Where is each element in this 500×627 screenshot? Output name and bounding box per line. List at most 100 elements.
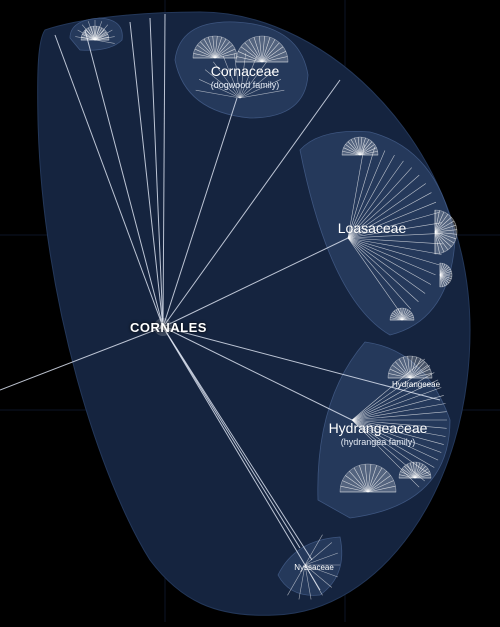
loasaceae-fan-ray-18 — [347, 237, 426, 294]
hydrangeeae-leaf-fan — [387, 355, 433, 379]
hydrangeaceae-fan-ray-6 — [351, 403, 446, 421]
cornaceae-leaf-fan-b-ray-8 — [261, 36, 266, 63]
nyssaceae-fan-ray-2 — [304, 552, 338, 566]
loasaceae-leaf-fan-d-ray-7 — [400, 308, 403, 321]
cornaceae-leaf-fan-b-ray-12 — [261, 46, 284, 63]
hydrangeaceae-fan-ray-14 — [351, 419, 435, 468]
hydrangeaceae-leaf-fan-b-ray-11 — [367, 470, 387, 493]
loasaceae-leaf-fan-d-ray-9 — [401, 308, 406, 321]
cornaceae-leaf-fan-a-ray-11 — [214, 41, 230, 59]
cornaceae-leaf-fan-b-ray-4 — [244, 42, 263, 63]
cornaceae-leaf-fan-b-ray-10 — [261, 39, 276, 63]
loasaceae-fan-ray-2 — [347, 150, 386, 239]
loasaceae-leaf-fan-d-ray-5 — [395, 309, 403, 321]
cornaceae-label[interactable]: Cornaceae — [210, 63, 280, 79]
hydrangeaceae-leaf-fan-a-ray-2 — [400, 471, 416, 479]
hydrangeeae-leaf-fan-ray-6 — [402, 356, 411, 379]
branch-11 — [162, 326, 301, 549]
cornaceae-leaf-fan-a-ray-10 — [214, 38, 227, 59]
loasaceae-fan-ray-20 — [347, 237, 412, 310]
hydrangeaceae-leaf-fan-b-ray-7 — [364, 464, 369, 493]
nyssaceae-fan-ray-5 — [304, 564, 333, 588]
loasaceae-leaf-fan-a-ray-3 — [345, 144, 361, 156]
bubble-hydrangeaceae — [317, 341, 451, 519]
hydrangeaceae-fan-ray-12 — [351, 419, 442, 453]
cornaceae-leaf-fan-b — [235, 35, 289, 63]
cornaceae-leaf-fan-a-ray-4 — [200, 41, 216, 59]
cornaceae-leaf-fan-a-ray-3 — [197, 44, 216, 59]
hydrangeaceae-leaf-fan-a-ray-5 — [406, 463, 416, 479]
hydrangeaceae-leaf-fan-b-ray-10 — [367, 467, 383, 493]
loasaceae-leaf-fan-a-ray-13 — [359, 147, 377, 156]
loasaceae-fan-ray-5 — [347, 167, 412, 239]
loasaceae-leaf-fan-b-ray-8 — [434, 231, 457, 235]
loasaceae-leaf-fan-c-ray-1 — [439, 263, 443, 276]
small-top-leaf-fan — [80, 25, 110, 41]
hydrangeaceae-label[interactable]: Hydrangeaceae — [328, 420, 428, 436]
loasaceae-leaf-fan-b-ray-14 — [434, 231, 440, 254]
branch-9 — [162, 326, 353, 421]
loasaceae-leaf-fan-a-ray-2 — [343, 147, 361, 156]
hydrangeaceae-leaf-fan-a-ray-14 — [414, 474, 431, 479]
loasaceae-leaf-fan-c-ray-4 — [439, 266, 450, 276]
loasaceae-leaf-fan-d-ray-8 — [401, 308, 404, 321]
loasaceae-leaf-fan-c-ray-3 — [439, 265, 448, 276]
loasaceae-leaf-fan-c-ray-8 — [439, 274, 452, 277]
cornaceae-fan-ray-10 — [239, 79, 282, 99]
loasaceae-leaf-fan-a-ray-6 — [354, 137, 361, 156]
hydrangeeae-label[interactable]: Hydrangeeae — [391, 380, 441, 389]
small-top-leaf-fan-ray-6 — [90, 26, 96, 41]
cornaceae-leaf-fan-a-ray-8 — [214, 36, 218, 59]
loasaceae-fan-ray-8 — [347, 192, 432, 239]
root-label[interactable]: CORNALES — [130, 320, 207, 335]
loasaceae-fan-ray-15 — [347, 237, 440, 266]
hydrangeaceae-leaf-fan-a-ray-7 — [413, 462, 416, 479]
loasaceae-leaf-fan-b-ray-12 — [434, 231, 449, 250]
nyssaceae-label[interactable]: Nyssaceae — [294, 563, 334, 572]
cornaceae-leaf-fan-a-ray-12 — [214, 44, 233, 59]
small-top-leaf-fan-ray-9 — [94, 26, 100, 41]
cornaceae-fan-ray-0 — [195, 89, 241, 99]
loasaceae-fan-ray-17 — [347, 237, 432, 285]
hydrangeaceae-leaf-fan-a-ray-3 — [401, 468, 416, 479]
hydrangeaceae-fan-ray-17 — [351, 419, 420, 488]
loasaceae-leaf-fan-d-ray-12 — [401, 312, 412, 321]
loasaceae-fan-ray-13 — [347, 237, 443, 245]
loasaceae-leaf-fan-b — [434, 209, 458, 255]
hydrangeaceae-leaf-fan-b-ray-9 — [367, 465, 377, 493]
loasaceae-leaf-fan-b-ray-9 — [434, 231, 457, 240]
cornaceae-fan-ray-5 — [234, 53, 241, 99]
hydrangeaceae-leaf-fan-b — [339, 463, 397, 493]
hydrangeaceae-leaf-fan-a-ray-8 — [414, 462, 417, 479]
small-top-leaf-fan-ray-13 — [94, 34, 108, 41]
hydrangeaceae-leaf-fan-b-ray-12 — [367, 475, 391, 493]
hydrangeaceae-fan-ray-2 — [351, 372, 435, 421]
loasaceae-leaf-fan-a-ray-4 — [347, 141, 361, 156]
hydrangeaceae-fan-ray-15 — [351, 419, 430, 475]
loasaceae-leaf-fan-c-ray-10 — [439, 274, 451, 282]
loasaceae-leaf-fan-d-ray-10 — [401, 309, 409, 321]
loasaceae-fan-ray-3 — [347, 154, 395, 239]
loasaceae-leaf-fan-c-ray-9 — [439, 274, 452, 279]
hydrangeaceae-leaf-fan-a-ray-10 — [414, 463, 424, 479]
hydrangeeae-leaf-fan-ray-2 — [389, 368, 411, 379]
hydrangeaceae-leaf-fan-b-ray-5 — [353, 467, 369, 493]
loasaceae-leaf-fan-d-ray-14 — [401, 317, 414, 321]
loasaceae-leaf-fan-a-ray-1 — [342, 150, 361, 156]
loasaceae-leaf-fan-d-ray-6 — [398, 308, 403, 321]
branch-0 — [0, 326, 164, 391]
loasaceae-label[interactable]: Loasaceae — [337, 220, 407, 236]
hydrangeeae-leaf-fan-ray-3 — [392, 364, 411, 379]
loasaceae-leaf-fan-b-ray-11 — [434, 231, 452, 247]
loasaceae-leaf-fan-c-ray-14 — [439, 274, 443, 287]
hydrangeaceae-fan-ray-3 — [351, 379, 439, 421]
branch-7 — [162, 79, 341, 328]
small-top-fan-ray-9 — [94, 39, 115, 44]
root-node — [160, 324, 166, 330]
nyssaceae-fan-ray-0 — [304, 534, 323, 566]
hydrangeeae-leaf-fan-ray-8 — [409, 356, 413, 379]
hydrangeeae-leaf-fan-ray-9 — [409, 356, 418, 379]
cornaceae-leaf-fan-b-ray-11 — [261, 42, 280, 63]
cornaceae-leaf-fan-a-ray-1 — [193, 53, 216, 59]
loasaceae-fan-ray-7 — [347, 183, 426, 239]
